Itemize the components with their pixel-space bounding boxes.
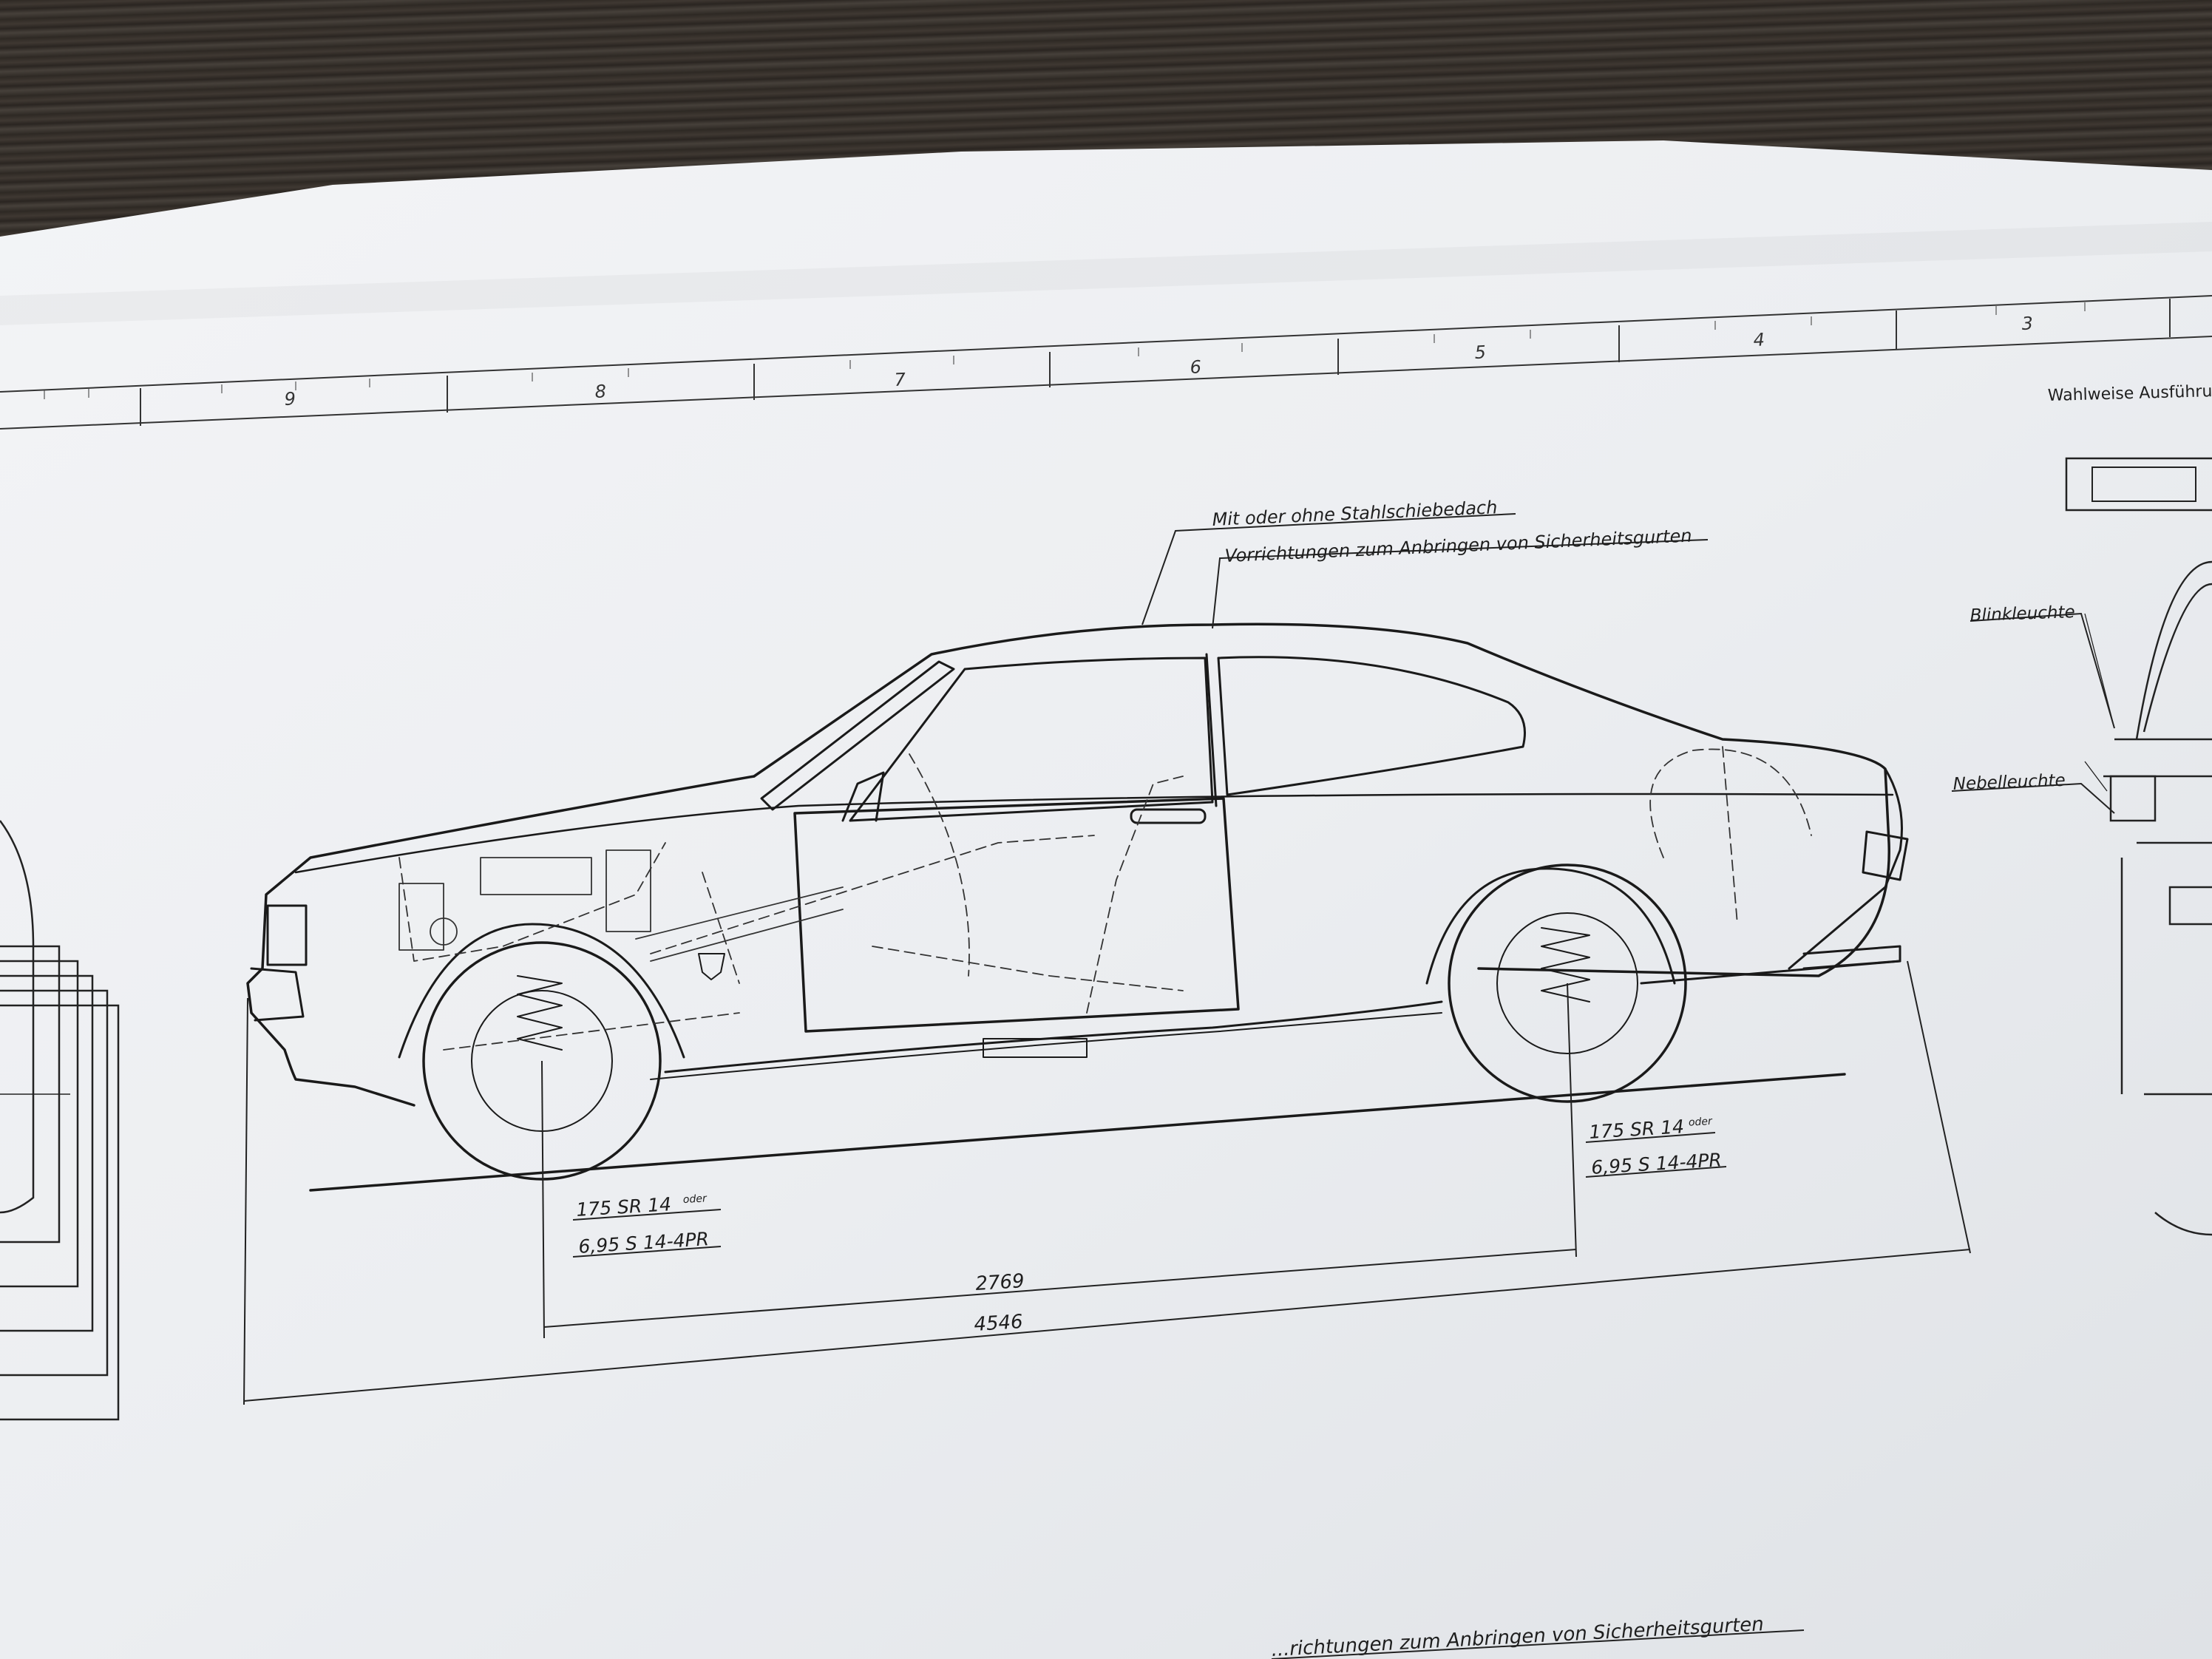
front-spring xyxy=(517,975,563,1051)
strip-number-3: 3 xyxy=(2021,313,2033,334)
front-tire-underline-2 xyxy=(572,1246,722,1258)
blinker-annotation: Blinkleuchte xyxy=(1970,603,2075,625)
leader-sunroof xyxy=(1141,513,1516,625)
rear-bumper xyxy=(1802,945,1901,970)
front-tire-underline-1 xyxy=(572,1209,722,1221)
rear-tire-underline-1 xyxy=(1585,1132,1716,1143)
strip-number-4: 4 xyxy=(1753,329,1765,350)
interior-dashed-lines xyxy=(398,746,1812,1051)
leader-seatbelt xyxy=(1212,539,1709,629)
rear-light xyxy=(1862,830,1909,881)
annotation-leaders xyxy=(1141,513,2115,814)
fog-light-annotation: Nebelleuchte xyxy=(1953,771,2066,794)
rear-axle-extension xyxy=(1567,983,1577,1258)
optional-version-label: Wahlweise Ausführu xyxy=(2048,382,2212,405)
exhaust-box xyxy=(983,1038,1088,1058)
strip-number-7: 7 xyxy=(894,369,906,390)
front-tire-oder: oder xyxy=(682,1192,708,1206)
leader-blinker xyxy=(1970,612,2115,729)
wheelbase-dimension-line xyxy=(543,1249,1577,1328)
paper-sheet xyxy=(0,140,2212,1659)
strip-number-5: 5 xyxy=(1474,342,1486,363)
front-overhang-extension xyxy=(243,997,248,1405)
rear-tire-oder: oder xyxy=(1688,1116,1713,1129)
rear-tire-underline-2 xyxy=(1585,1166,1727,1178)
rear-spring xyxy=(1541,927,1590,1002)
car-roof-line xyxy=(753,622,1890,977)
door-handle xyxy=(1130,808,1207,824)
length-dimension-line xyxy=(243,1249,1971,1402)
b-pillar xyxy=(1205,653,1218,807)
rear-side-window xyxy=(1217,656,1526,796)
rear-view-partial xyxy=(2065,457,2212,1236)
front-bumper xyxy=(250,967,305,1022)
car-side-view xyxy=(246,622,1909,1192)
rear-wheel xyxy=(1448,864,1687,1103)
engine-bay xyxy=(398,849,844,962)
front-wheel xyxy=(422,941,662,1181)
front-wheel-arch xyxy=(398,923,685,1059)
bottom-annotation-underline xyxy=(1271,1629,1805,1659)
front-side-window xyxy=(849,657,1214,822)
windshield xyxy=(760,660,955,811)
door-outline xyxy=(793,797,1240,1033)
strip-number-9: 9 xyxy=(284,388,296,410)
strip-number-8: 8 xyxy=(594,381,606,402)
headlight xyxy=(266,904,308,966)
dimension-lines xyxy=(243,960,1971,1405)
leader-fog xyxy=(1951,782,2115,814)
car-beltline xyxy=(294,793,1894,874)
grid-strip-ticks xyxy=(44,302,2086,399)
rear-overhang-extension xyxy=(1907,960,1971,1254)
front-view-partial xyxy=(0,820,120,1421)
overall-length-value: 4546 xyxy=(974,1311,1024,1336)
ground-line xyxy=(309,1073,1846,1192)
body-emblem xyxy=(698,953,725,980)
wheelbase-value: 2769 xyxy=(975,1270,1025,1295)
strip-number-6: 6 xyxy=(1190,356,1201,378)
grid-strip xyxy=(0,295,2212,430)
side-mirror xyxy=(841,771,885,822)
rear-wheel-rim xyxy=(1496,912,1638,1054)
car-front-body xyxy=(246,775,756,1107)
front-axle-extension xyxy=(541,1060,545,1339)
rear-wheel-arch xyxy=(1425,867,1676,985)
car-rear-panel xyxy=(1788,767,1903,970)
underbody xyxy=(650,1012,1442,1080)
